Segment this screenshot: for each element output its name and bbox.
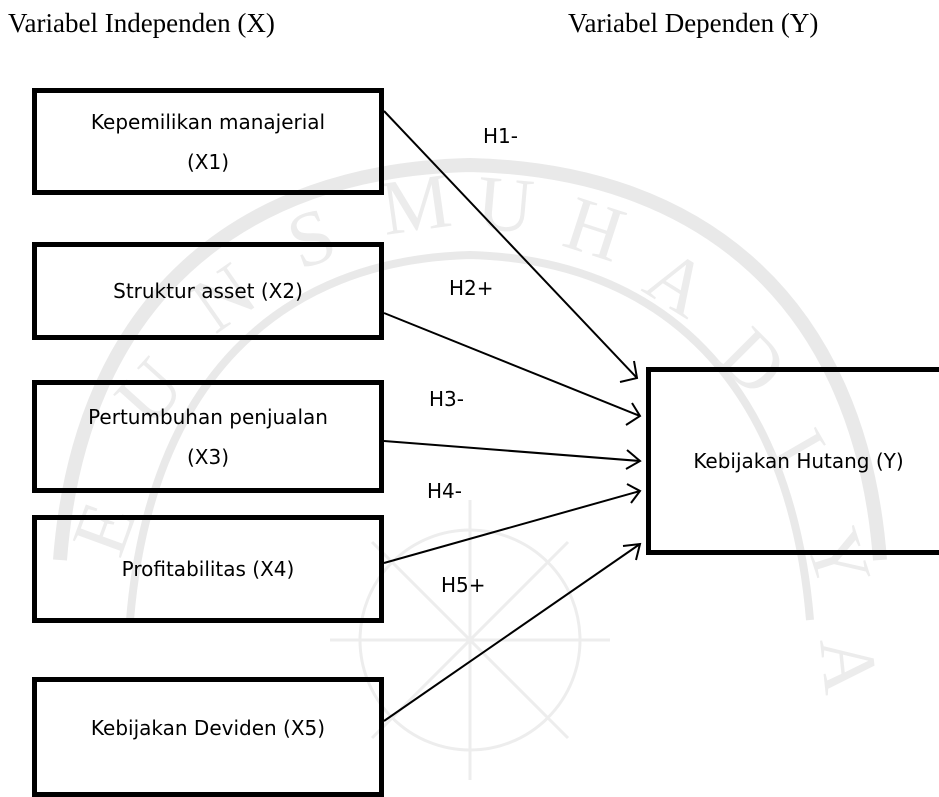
svg-text:H: H (555, 178, 635, 278)
variable-label-x2: Struktur asset (X2) (113, 279, 303, 303)
svg-text:A: A (631, 231, 725, 335)
independent-variables-heading: Variabel Independen (X) (8, 8, 275, 38)
variable-code-x1: (X1) (186, 149, 230, 174)
variable-box-x1: Kepemilikan manajerial (X1) (32, 88, 384, 195)
hypothesis-label-h4: H4- (427, 479, 462, 503)
variable-label-x4: Profitabilitas (X4) (121, 557, 295, 581)
dependent-variable-box: Kebijakan Hutang (Y) (646, 367, 939, 555)
hypothesis-label-h2: H2+ (449, 276, 494, 300)
variable-label-x5: Kebijakan Deviden (X5) (90, 716, 326, 740)
variable-label-x3: Pertumbuhan penjualan (88, 404, 328, 429)
svg-text:M: M (375, 156, 456, 252)
hypothesis-label-h1: H1- (483, 124, 518, 148)
hypothesis-label-h5: H5+ (441, 573, 486, 597)
dependent-variable-label: Kebijakan Hutang (Y) (693, 449, 904, 473)
variable-box-x5: Kebijakan Deviden (X5) (32, 677, 384, 797)
dependent-variable-heading: Variabel Dependen (Y) (568, 8, 819, 38)
variable-box-x3: Pertumbuhan penjualan (X3) (32, 380, 384, 493)
variable-code-x3: (X3) (186, 444, 230, 469)
variable-box-x4: Profitabilitas (X4) (32, 515, 384, 623)
variable-label-x1: Kepemilikan manajerial (90, 109, 326, 134)
variable-box-x2: Struktur asset (X2) (32, 242, 384, 340)
hypothesis-label-h3: H3- (429, 387, 464, 411)
svg-text:U: U (474, 158, 538, 250)
svg-text:A: A (803, 633, 895, 698)
